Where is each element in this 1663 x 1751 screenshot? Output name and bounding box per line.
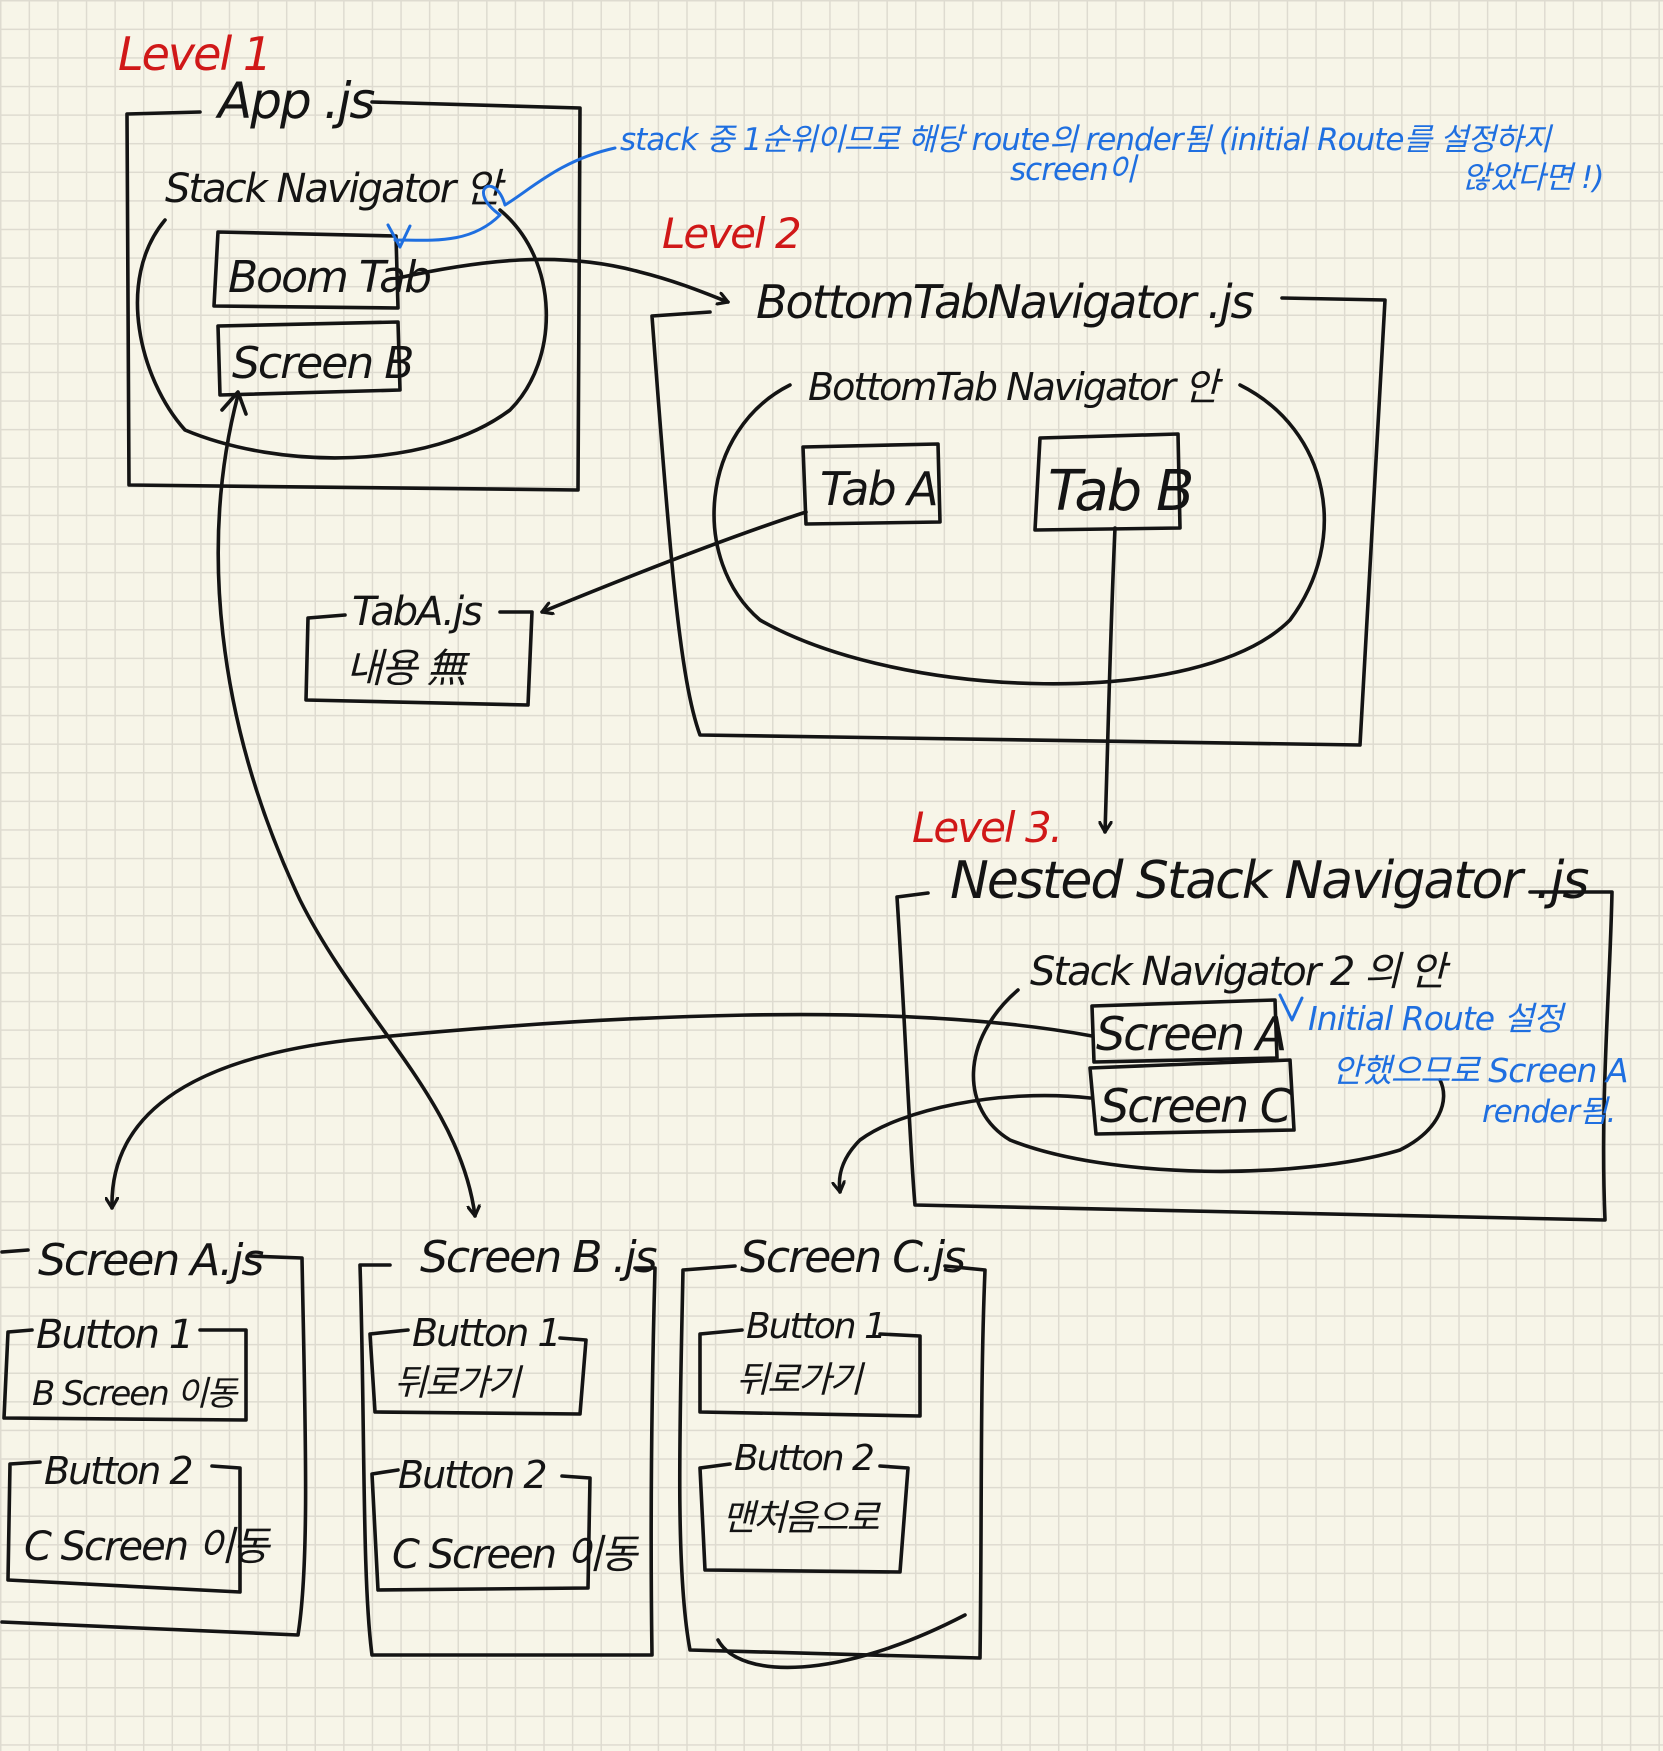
arrow-taba-to-tabajs <box>540 510 808 612</box>
arrows <box>112 257 1117 1218</box>
screen-c-button2-box <box>698 1462 910 1574</box>
bottom-tab-js-box <box>650 296 1387 747</box>
arrow-tabb-to-nested-stack <box>1105 526 1117 834</box>
route-screen-b-label: Screen B <box>232 338 412 389</box>
tab-b-box <box>1033 432 1182 532</box>
route-boom-tab-box <box>212 230 400 310</box>
screen-a-button2-label: Button 2 <box>44 1449 192 1493</box>
blue-note-1-line1: stack 중 1순위이므로 해당 route의 render됨 (initia… <box>620 122 1553 158</box>
app-js-title: App .js <box>215 72 374 130</box>
screen-b-button2-box <box>370 1468 592 1592</box>
level2-label: Level 2 <box>662 209 800 258</box>
screen-b-file-group: Screen B .js Button 1 뒤로가기 Button 2 C Sc… <box>358 1232 659 1657</box>
screen-c-file-group: Screen C.js Button 1 뒤로가기 Button 2 맨처음으로 <box>677 1232 987 1670</box>
blue-note-1-checkmark <box>386 223 412 249</box>
screen-c-button2-label: Button 2 <box>734 1438 873 1479</box>
taba-js-title: TabA.js <box>352 589 482 635</box>
route-screen-a-box <box>1090 998 1279 1064</box>
arrow-boomtab-to-bottomtab <box>396 257 730 302</box>
taba-js-body: 내용 無 <box>346 646 470 692</box>
stack-navigator-region <box>135 208 549 460</box>
screen-c-bottom-curve <box>716 1613 967 1670</box>
screen-c-button1-label: Button 1 <box>746 1306 885 1347</box>
app-js-box <box>125 100 582 492</box>
screen-b-button2-text: C Screen 이동 <box>392 1532 640 1578</box>
arrow-screenb-route-to-screenbjs <box>216 393 475 1218</box>
screen-a-button1-box <box>2 1328 248 1422</box>
bottom-tab-navigator-label: BottomTab Navigator 안 <box>808 365 1223 409</box>
tab-b-label: Tab B <box>1048 459 1192 524</box>
route-screen-a-label: Screen A <box>1096 1007 1285 1061</box>
screen-b-js-box <box>358 1263 657 1657</box>
blue-note-2: Initial Route 설정 안했으므로 Screen A render됨. <box>1278 993 1629 1130</box>
nested-stack-js-title: Nested Stack Navigator .js <box>950 851 1588 911</box>
screen-c-button1-box <box>698 1328 922 1418</box>
screen-c-js-box <box>677 1264 987 1660</box>
arrow-screenb-route-head <box>220 390 248 416</box>
screen-a-button1-label: Button 1 <box>36 1312 192 1358</box>
stack-navigator-2-label: Stack Navigator 2 의 안 <box>1030 949 1451 995</box>
screen-b-js-title: Screen B .js <box>420 1232 657 1283</box>
screen-c-button1-text: 뒤로가기 <box>736 1360 865 1401</box>
screen-c-button2-text: 맨처음으로 <box>722 1498 881 1539</box>
level3-group: Level 3. Nested Stack Navigator .js Stac… <box>895 803 1614 1222</box>
screen-b-button1-label: Button 1 <box>412 1311 560 1355</box>
arrow-screenc-route-to-screencjs <box>839 1093 1092 1194</box>
blue-note-2-checkmark <box>1278 993 1304 1022</box>
blue-note-2-line1: Initial Route 설정 <box>1308 999 1567 1038</box>
taba-file-group: TabA.js 내용 無 <box>304 589 534 707</box>
screen-a-button2-box <box>6 1460 242 1594</box>
stack-navigator-2-region <box>971 988 1446 1174</box>
tab-a-label: Tab A <box>820 462 937 516</box>
nested-stack-js-box <box>895 890 1614 1222</box>
screen-a-js-title: Screen A.js <box>38 1235 263 1286</box>
screen-a-button2-text: C Screen 이동 <box>24 1524 272 1570</box>
bottom-tab-js-title: BottomTabNavigator .js <box>756 275 1253 329</box>
tab-a-box <box>801 442 942 526</box>
level1-group: Level 1 App .js Stack Navigator 안 Boom T… <box>118 27 582 492</box>
screen-b-button1-box <box>368 1328 588 1416</box>
screen-b-button1-text: 뒤로가기 <box>394 1363 523 1404</box>
screen-a-button1-text: B Screen 이동 <box>32 1374 239 1414</box>
bottom-tab-navigator-region <box>712 383 1327 686</box>
blue-note-1-connector <box>393 146 617 242</box>
screen-a-file-group: Screen A.js Button 1 B Screen 이동 Button … <box>0 1235 308 1637</box>
blue-note-1-line3: 않았다면 !) <box>1462 160 1603 196</box>
taba-js-box <box>304 610 534 707</box>
route-screen-c-box <box>1088 1058 1296 1136</box>
stack-navigator-label: Stack Navigator 안 <box>165 166 506 212</box>
route-screen-b-box <box>216 320 402 397</box>
blue-note-2-line2: 안했으므로 Screen A <box>1332 1051 1628 1090</box>
route-screen-c-label: Screen C <box>1100 1079 1292 1133</box>
level3-label: Level 3. <box>912 803 1061 852</box>
blue-note-1-line2: screen이 <box>1010 152 1139 188</box>
screen-c-js-title: Screen C.js <box>740 1232 965 1283</box>
blue-note-1: stack 중 1순위이므로 해당 route의 render됨 (initia… <box>386 122 1604 249</box>
screen-b-button2-label: Button 2 <box>398 1453 546 1497</box>
level2-group: Level 2 BottomTabNavigator .js BottomTab… <box>650 209 1387 747</box>
level1-label: Level 1 <box>118 27 270 81</box>
arrow-screena-route-to-screenajs <box>112 1012 1094 1210</box>
screen-a-js-box <box>0 1248 308 1637</box>
blue-note-2-line3: render됨. <box>1482 1094 1615 1130</box>
